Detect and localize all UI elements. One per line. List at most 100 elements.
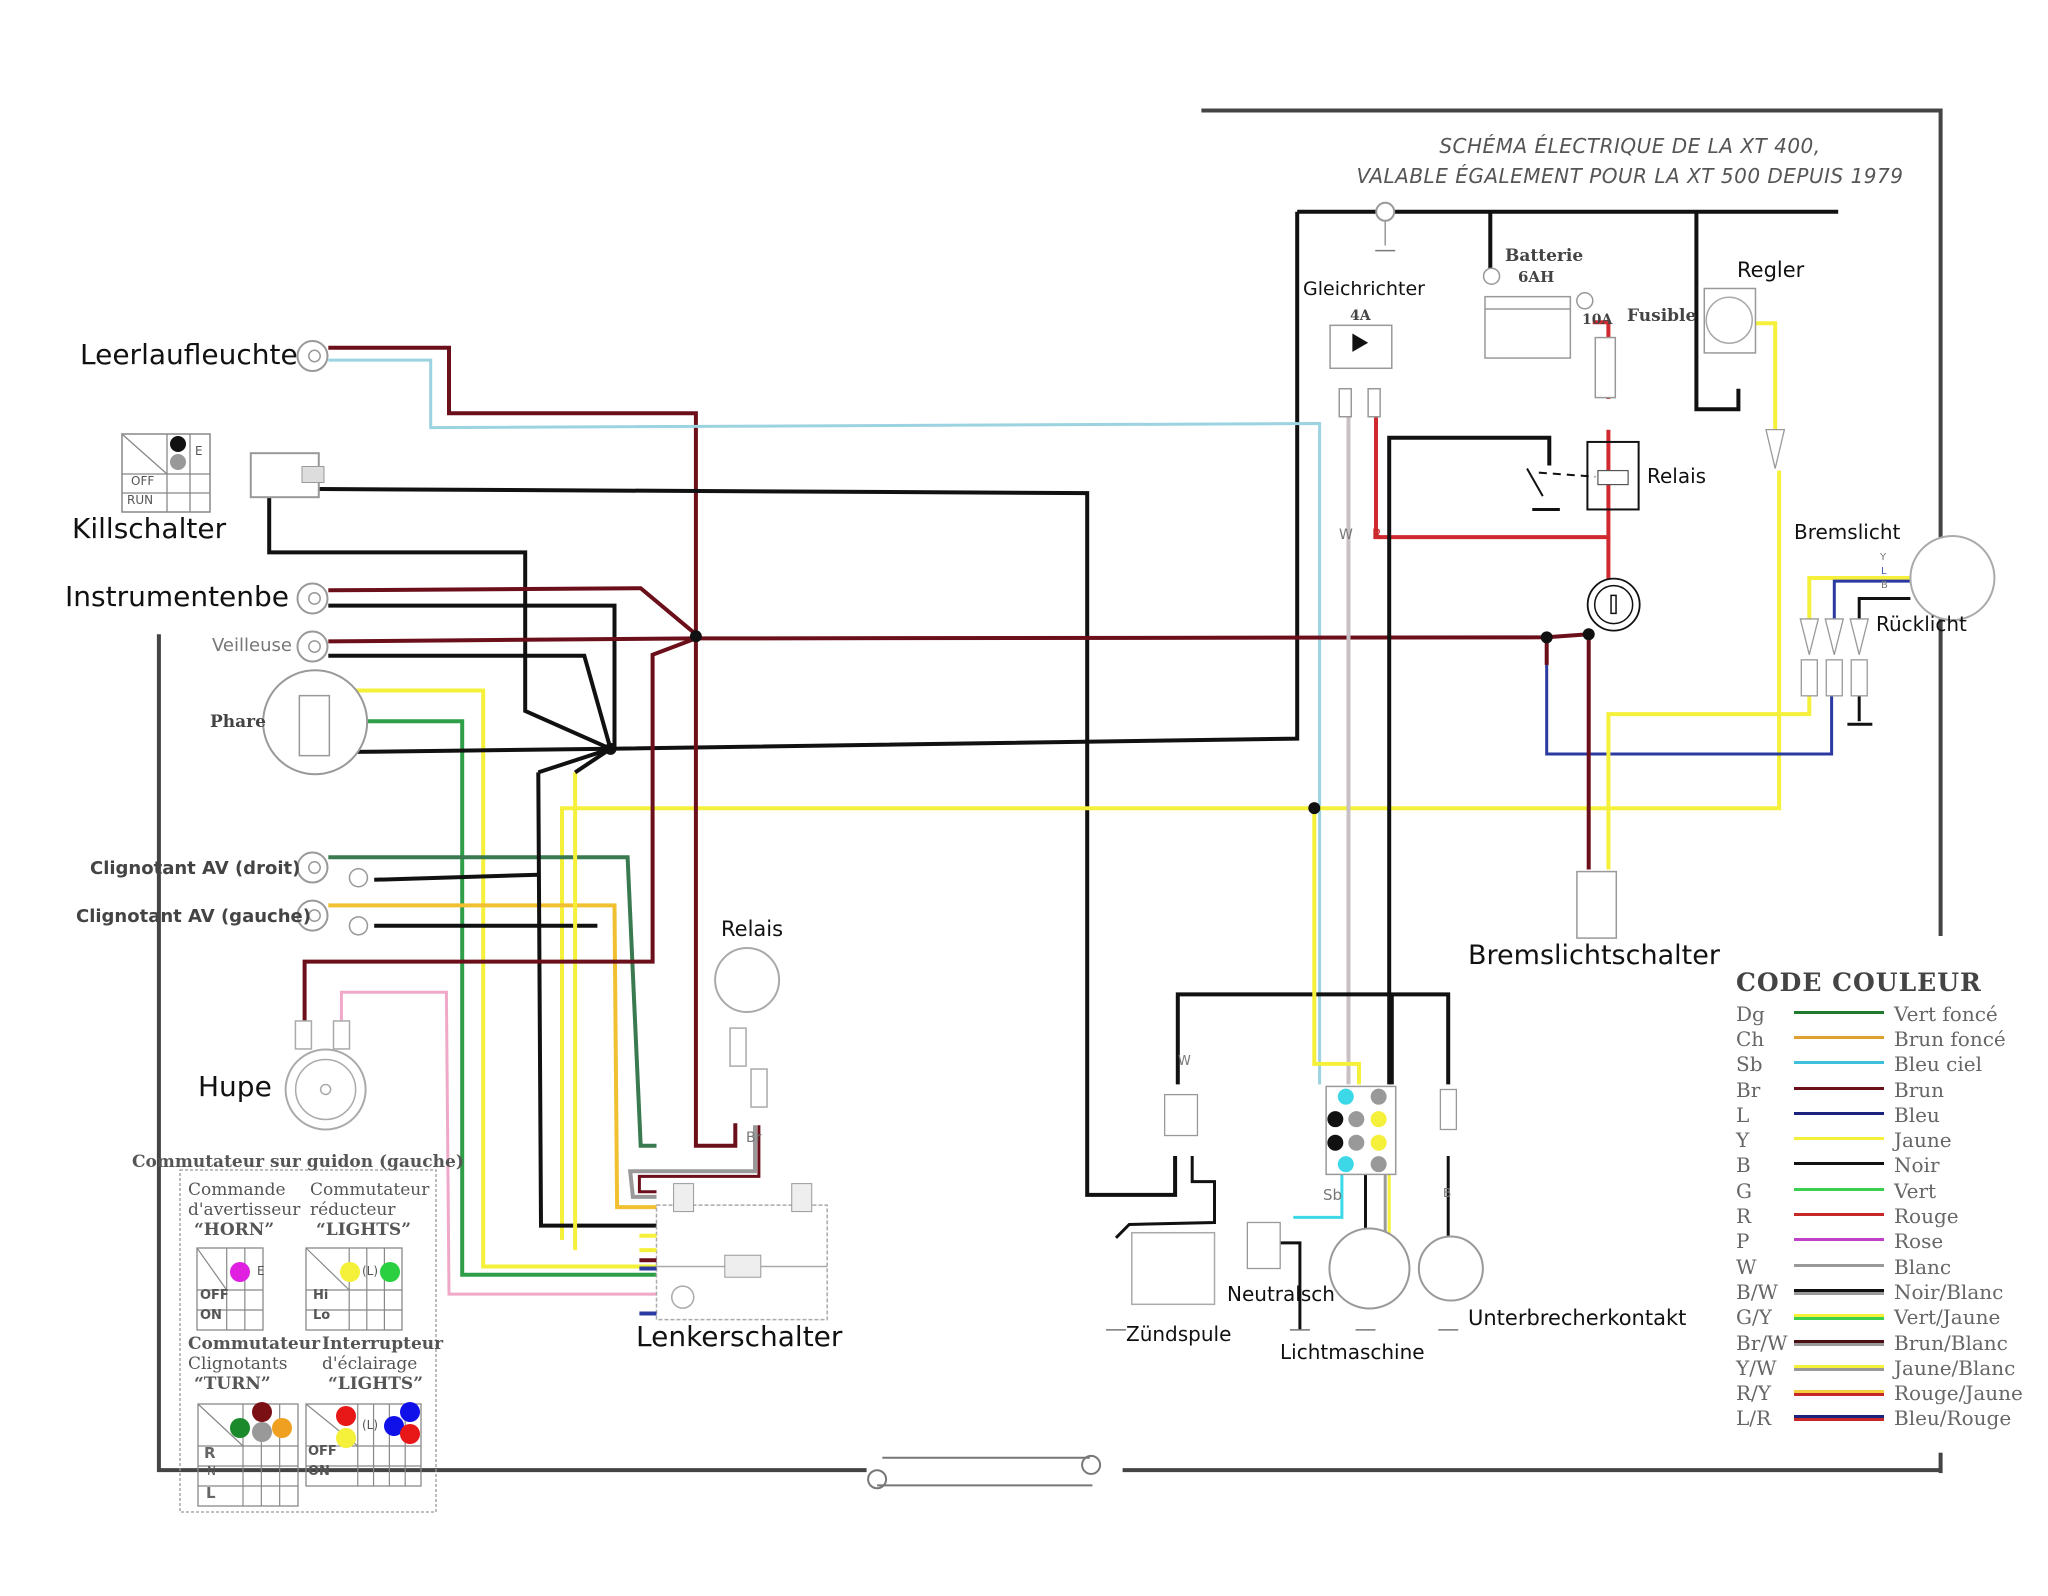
horn-switch-grid <box>196 1247 264 1331</box>
wire-turn-right-green <box>328 855 657 1148</box>
legend-swatch <box>1794 1137 1884 1143</box>
wire-mark-b-taillight: B <box>1881 580 1888 591</box>
wire-junction-1 <box>537 746 612 775</box>
turn-row-n: N <box>207 1464 216 1478</box>
switch-terminal-dot <box>252 1402 272 1422</box>
coupler-pin <box>1337 1088 1354 1105</box>
legend-swatch <box>1794 1415 1884 1422</box>
wire-alternator-yellow <box>1312 808 1361 1085</box>
wire-junction-2 <box>573 747 612 775</box>
coupler-pin <box>1370 1156 1387 1173</box>
wire-battery-fuse-red <box>1592 320 1611 338</box>
legend-item: G/Y Vert/Jaune <box>1736 1305 2036 1330</box>
switch-terminal-dot <box>384 1416 404 1436</box>
legend-swatch <box>1794 1314 1884 1321</box>
battery-terminal-neg <box>1482 267 1501 285</box>
dimmer-row-lo: Lo <box>313 1308 331 1323</box>
turn-caption-2: Clignotants <box>188 1354 288 1374</box>
legend-name: Vert foncé <box>1894 1001 1998 1026</box>
legend-name: Brun foncé <box>1894 1026 2006 1051</box>
rectifier-plug-1 <box>1338 387 1353 418</box>
wire-headlight-yellow <box>347 688 657 1269</box>
neutral-lamp-icon <box>296 340 329 373</box>
legend-swatch <box>1794 1162 1884 1168</box>
coil-connector <box>1163 1093 1199 1137</box>
turn-row-r: R <box>204 1444 216 1462</box>
wire-main-brown <box>328 632 1589 644</box>
scroll-curl-left <box>867 1469 888 1490</box>
lights-terminal: (L) <box>362 1418 379 1432</box>
legend-name: Vert <box>1894 1178 1937 1203</box>
wire-neutral-switch-cyan <box>1293 1174 1344 1219</box>
relay-coil <box>1597 469 1629 486</box>
legend-name: Vert/Jaune <box>1894 1305 2001 1330</box>
horn-terminal-1 <box>294 1020 313 1050</box>
legend-swatch <box>1794 1086 1884 1093</box>
legend-swatch <box>1794 1390 1884 1397</box>
wire-main-ground-bus <box>610 211 1300 751</box>
wire-relay-ground <box>1387 435 1552 1085</box>
title-line-2: VALABLE ÉGALEMENT POUR LA XT 500 DEPUIS … <box>1356 164 1904 188</box>
handlebar-knob-3 <box>724 1254 762 1278</box>
label-ruecklicht: Rücklicht <box>1876 612 1967 636</box>
lights-switch-grid <box>305 1403 422 1487</box>
legend-code: R <box>1736 1204 1752 1229</box>
horn-caption-2: d'avertisseur <box>188 1200 301 1220</box>
coupler-pin <box>1370 1111 1387 1128</box>
wire-mark-sb: Sb <box>1323 1186 1343 1204</box>
label-relais-right: Relais <box>1647 464 1707 488</box>
legend-name: Rouge/Jaune <box>1894 1381 2023 1406</box>
label-gleichrichter: Gleichrichter <box>1303 278 1425 300</box>
lights-caption-3: “LIGHTS” <box>328 1374 423 1394</box>
label-clignotant-gauche: Clignotant AV (gauche) <box>76 906 311 927</box>
switch-terminal-dot <box>400 1424 420 1444</box>
taillight-connector-arrow <box>1824 618 1845 655</box>
legend-title: CODE COULEUR <box>1736 968 1982 997</box>
label-batterie-rating: 6AH <box>1518 268 1555 286</box>
coupler-pin <box>1337 1156 1354 1173</box>
horn-terminal: E <box>257 1264 265 1278</box>
legend-swatch <box>1794 1010 1884 1017</box>
legend-name: Blanc <box>1894 1254 1952 1279</box>
breaker-connector <box>1439 1088 1458 1131</box>
label-leerlaufleuchte: Leerlaufleuchte <box>80 338 298 371</box>
legend-code: L/R <box>1736 1406 1772 1431</box>
label-veilleuse: Veilleuse <box>212 635 292 656</box>
wire-relay-brown <box>693 634 738 1148</box>
wire-mark-r-rectifier: R <box>1372 527 1382 543</box>
legend-name: Bleu/Rouge <box>1894 1406 2012 1431</box>
headlight-filament-icon <box>298 694 331 757</box>
relay-link <box>1538 471 1596 478</box>
legend-code: G/Y <box>1736 1305 1772 1330</box>
legend-name: Bleu ciel <box>1894 1052 1982 1077</box>
legend-swatch <box>1794 1061 1884 1067</box>
label-zuendspule: Zündspule <box>1126 1322 1232 1346</box>
instrument-lamp-icon-inner <box>308 592 321 605</box>
legend-name: Bleu <box>1894 1102 1940 1127</box>
legend-code: Y <box>1736 1128 1750 1153</box>
flasher-connector-2 <box>750 1068 768 1108</box>
lights-row-on: ON <box>308 1464 330 1479</box>
handlebar-knob-2 <box>791 1183 813 1213</box>
kill-switch-table: E OFF RUN <box>122 434 212 512</box>
dimmer-caption-3: “LIGHTS” <box>316 1220 411 1240</box>
wire-turn-left-orange <box>328 903 657 1210</box>
diode-icon <box>1352 333 1369 352</box>
pilot-lamp-icon <box>296 630 329 663</box>
switch-terminal-dot <box>400 1402 420 1422</box>
neutral-lamp-icon-inner <box>308 349 321 363</box>
wire-instrument-black <box>328 603 617 749</box>
rectifier-plug-2 <box>1367 387 1381 418</box>
horn-switch-grid-diagonal <box>196 1247 228 1291</box>
handlebar-knob-1 <box>673 1183 695 1213</box>
kill-table-grid <box>121 433 211 513</box>
horn-ring <box>294 1058 357 1121</box>
